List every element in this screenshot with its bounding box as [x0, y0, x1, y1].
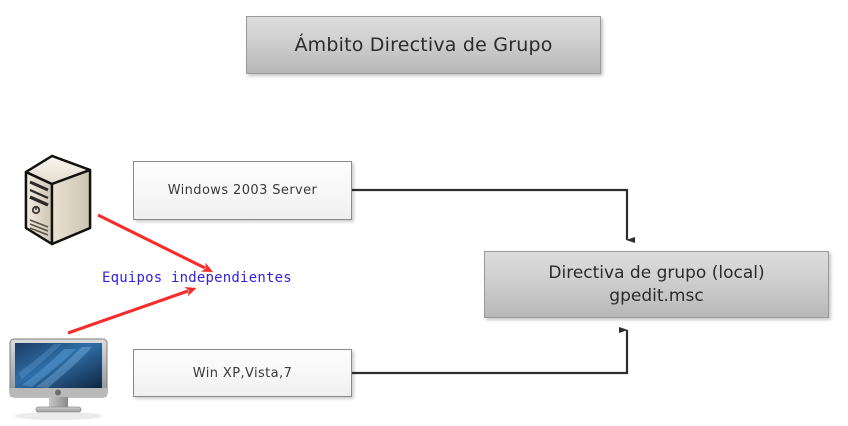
- diagram-title-box: Ámbito Directiva de Grupo: [246, 16, 601, 74]
- node-windows-clients-label: Win XP,Vista,7: [192, 365, 293, 381]
- annotation-equipos-independientes: Equipos independientes: [102, 270, 292, 286]
- node-local-group-policy-line1: Directiva de grupo (local): [548, 263, 765, 284]
- connector-client-to-target: [352, 327, 629, 375]
- red-arrow-from-client: [67, 286, 197, 335]
- red-arrow-from-server: [97, 213, 214, 272]
- node-local-group-policy-line2: gpedit.msc: [609, 285, 704, 306]
- node-windows-clients: Win XP,Vista,7: [133, 349, 352, 397]
- imac-display-icon: [2, 333, 115, 422]
- tower-server-icon: [18, 152, 98, 254]
- node-windows-2003-server-label: Windows 2003 Server: [167, 183, 318, 198]
- node-windows-2003-server: Windows 2003 Server: [133, 161, 352, 220]
- node-local-group-policy: Directiva de grupo (local) gpedit.msc: [484, 251, 829, 318]
- diagram-title-text: Ámbito Directiva de Grupo: [294, 34, 553, 56]
- connector-server-to-target: [352, 188, 635, 243]
